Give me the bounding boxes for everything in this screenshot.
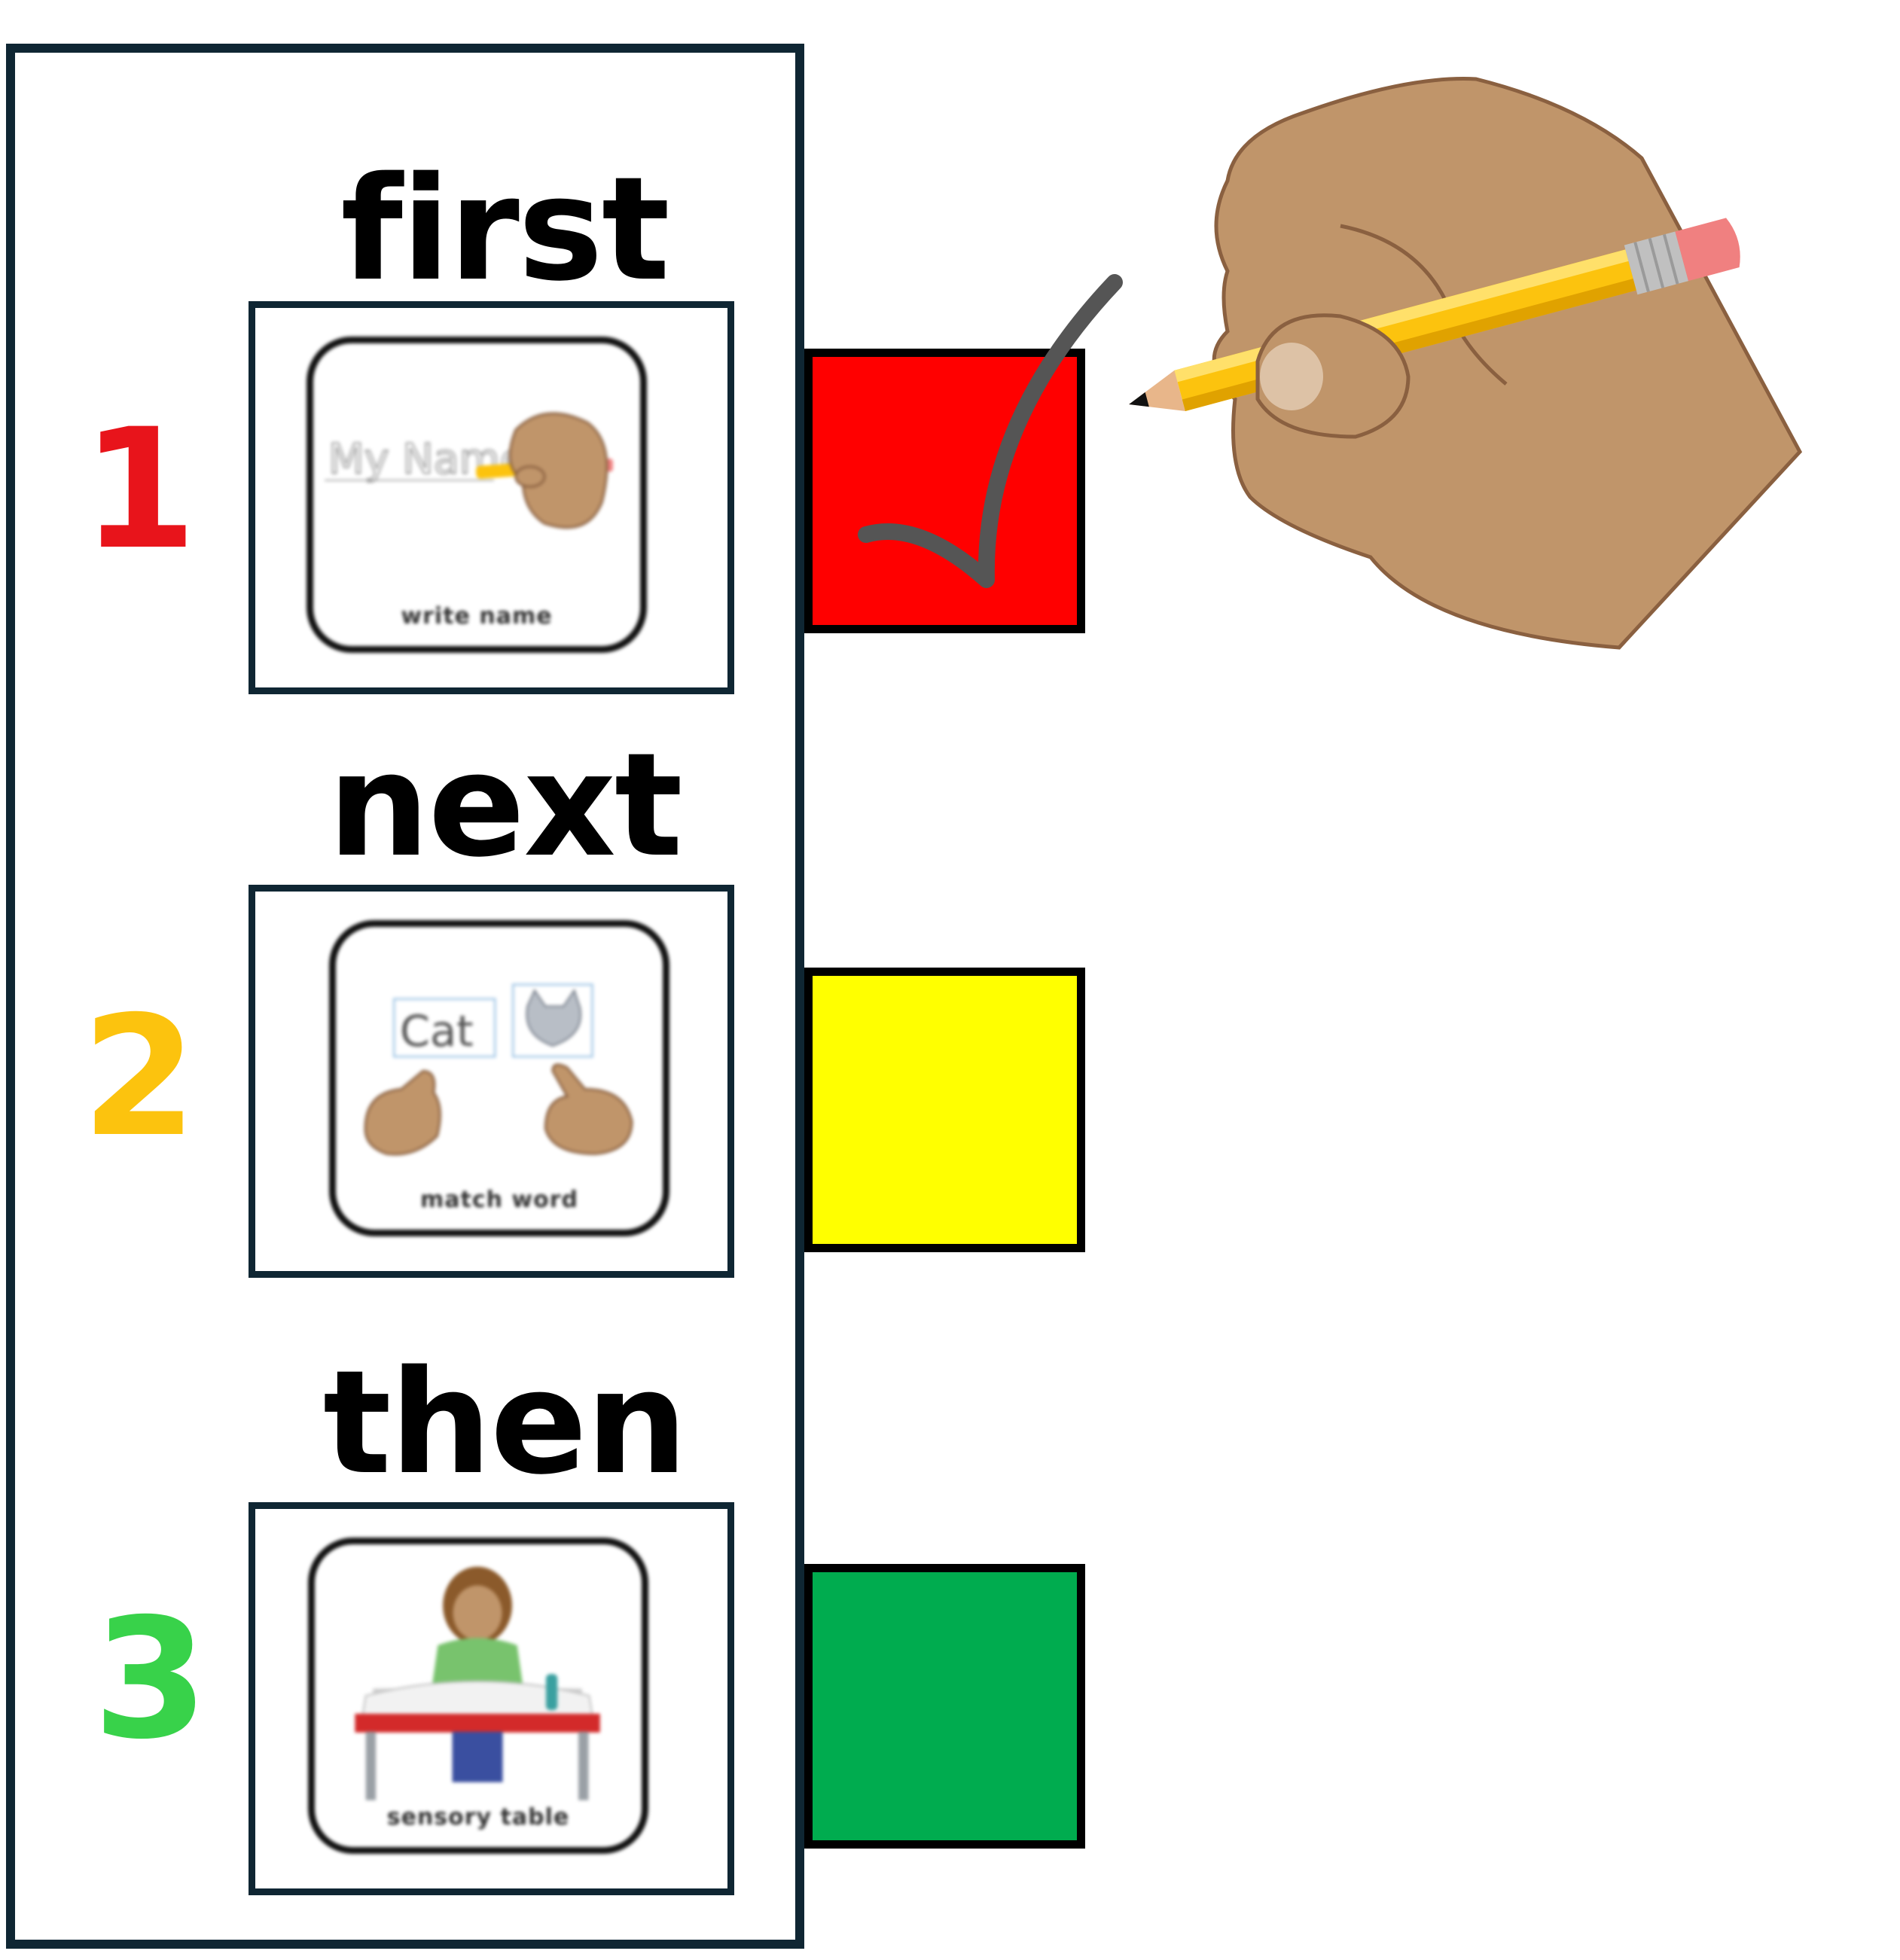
step-word-first: first [340,146,669,312]
step-number-2: 2 [81,980,197,1173]
write-name-picture: My Name [325,412,613,529]
step-number-1: 1 [81,393,197,586]
status-box-1[interactable] [804,349,1085,633]
sensory-table-picture [355,1566,600,1800]
step-card-match-word[interactable]: Cat match word [249,885,734,1278]
step-card-write-name[interactable]: My Name write name [249,301,734,694]
sensory-table-caption: sensory table [386,1804,570,1830]
step-card-sensory-table[interactable]: sensory table [249,1502,734,1895]
step-word-next: next [328,722,683,889]
step-word-then: then [322,1340,688,1506]
match-word-icon: Cat match word [329,920,669,1236]
status-box-2[interactable] [804,968,1085,1252]
status-box-3[interactable] [804,1564,1085,1849]
match-word-picture: Cat [364,983,633,1156]
check-mark-icon [858,274,1123,588]
match-word-caption: match word [419,1187,579,1213]
match-word-card-label: Cat [400,1006,474,1056]
sensory-table-icon: sensory table [308,1538,648,1854]
write-name-icon: My Name write name [307,337,647,653]
step-number-3: 3 [93,1583,209,1776]
hand-with-pencil-icon [1129,77,1803,650]
write-name-caption: write name [401,603,553,629]
